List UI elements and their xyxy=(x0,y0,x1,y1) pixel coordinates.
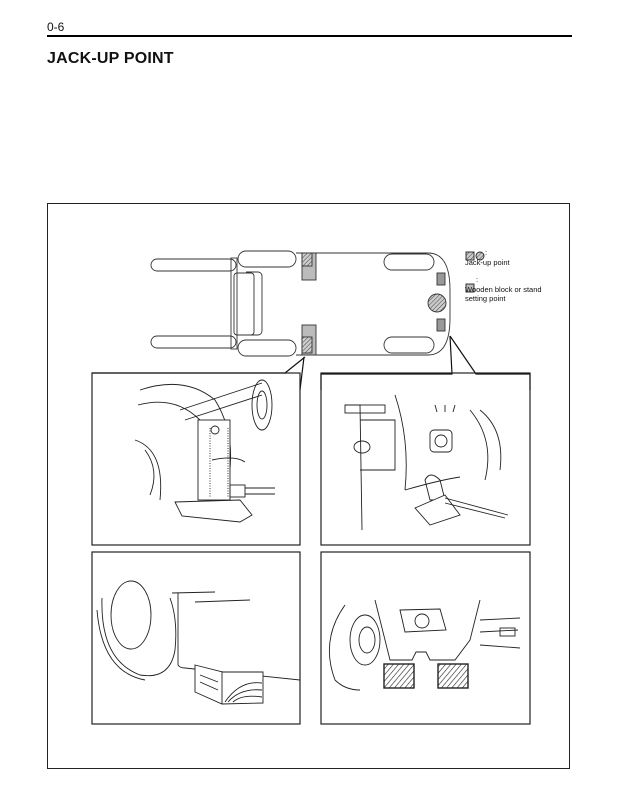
figure-frame xyxy=(47,203,570,769)
body-outline xyxy=(296,252,451,356)
panel-front-block xyxy=(91,551,301,725)
mast-frame xyxy=(246,271,263,336)
jack-point-rear xyxy=(427,293,447,313)
legend-jack-up-label: Jack-up point xyxy=(465,257,510,267)
rear-wheel-lower xyxy=(383,336,435,354)
panel-rear-block xyxy=(320,551,531,725)
fork-upper xyxy=(150,258,237,272)
page-number: 0-6 xyxy=(47,20,65,34)
panel-rear-jack xyxy=(320,372,531,546)
front-block-illustration xyxy=(96,580,301,705)
fork-lower xyxy=(150,335,237,349)
block-point-rear-lower xyxy=(436,318,446,332)
gray-square-icon xyxy=(465,283,475,293)
legend-block-separator: : xyxy=(476,275,479,284)
hatched-circle-icon xyxy=(475,251,485,261)
front-jack-illustration xyxy=(134,379,275,523)
legend-swatches xyxy=(465,251,485,293)
rear-block-illustration xyxy=(328,599,521,691)
legend-block-label-1: Wooden block or stand xyxy=(465,284,542,294)
block-point-rear-upper xyxy=(436,272,446,286)
jack-point-front-upper xyxy=(301,252,313,267)
front-wheel-lower xyxy=(237,339,297,357)
legend-jack-up: : Jack-up point xyxy=(465,248,542,267)
panel-front-jack xyxy=(91,372,301,546)
rear-jack-illustration xyxy=(344,394,509,531)
callout-rear-left xyxy=(320,335,453,390)
mast xyxy=(233,272,255,336)
page-title: JACK-UP POINT xyxy=(47,50,174,67)
rear-wheel-upper xyxy=(383,253,435,271)
jack-point-front-lower xyxy=(301,336,313,354)
legend-block-label-2: setting point xyxy=(465,294,506,303)
front-wheel-upper xyxy=(237,250,297,268)
fork-carriage xyxy=(230,257,238,350)
callout-front-left xyxy=(92,356,306,374)
callout-rear-right xyxy=(449,335,531,390)
legend-wooden-block: : Wooden block or stand setting point xyxy=(465,275,542,304)
callout-front-right xyxy=(299,356,305,391)
legend-jack-up-separator: : xyxy=(485,248,488,257)
legend: : Jack-up point : Wooden block or stand … xyxy=(465,248,542,310)
forklift-top-view xyxy=(150,250,451,357)
header-rule xyxy=(47,35,572,37)
hatched-square-icon xyxy=(465,251,475,261)
